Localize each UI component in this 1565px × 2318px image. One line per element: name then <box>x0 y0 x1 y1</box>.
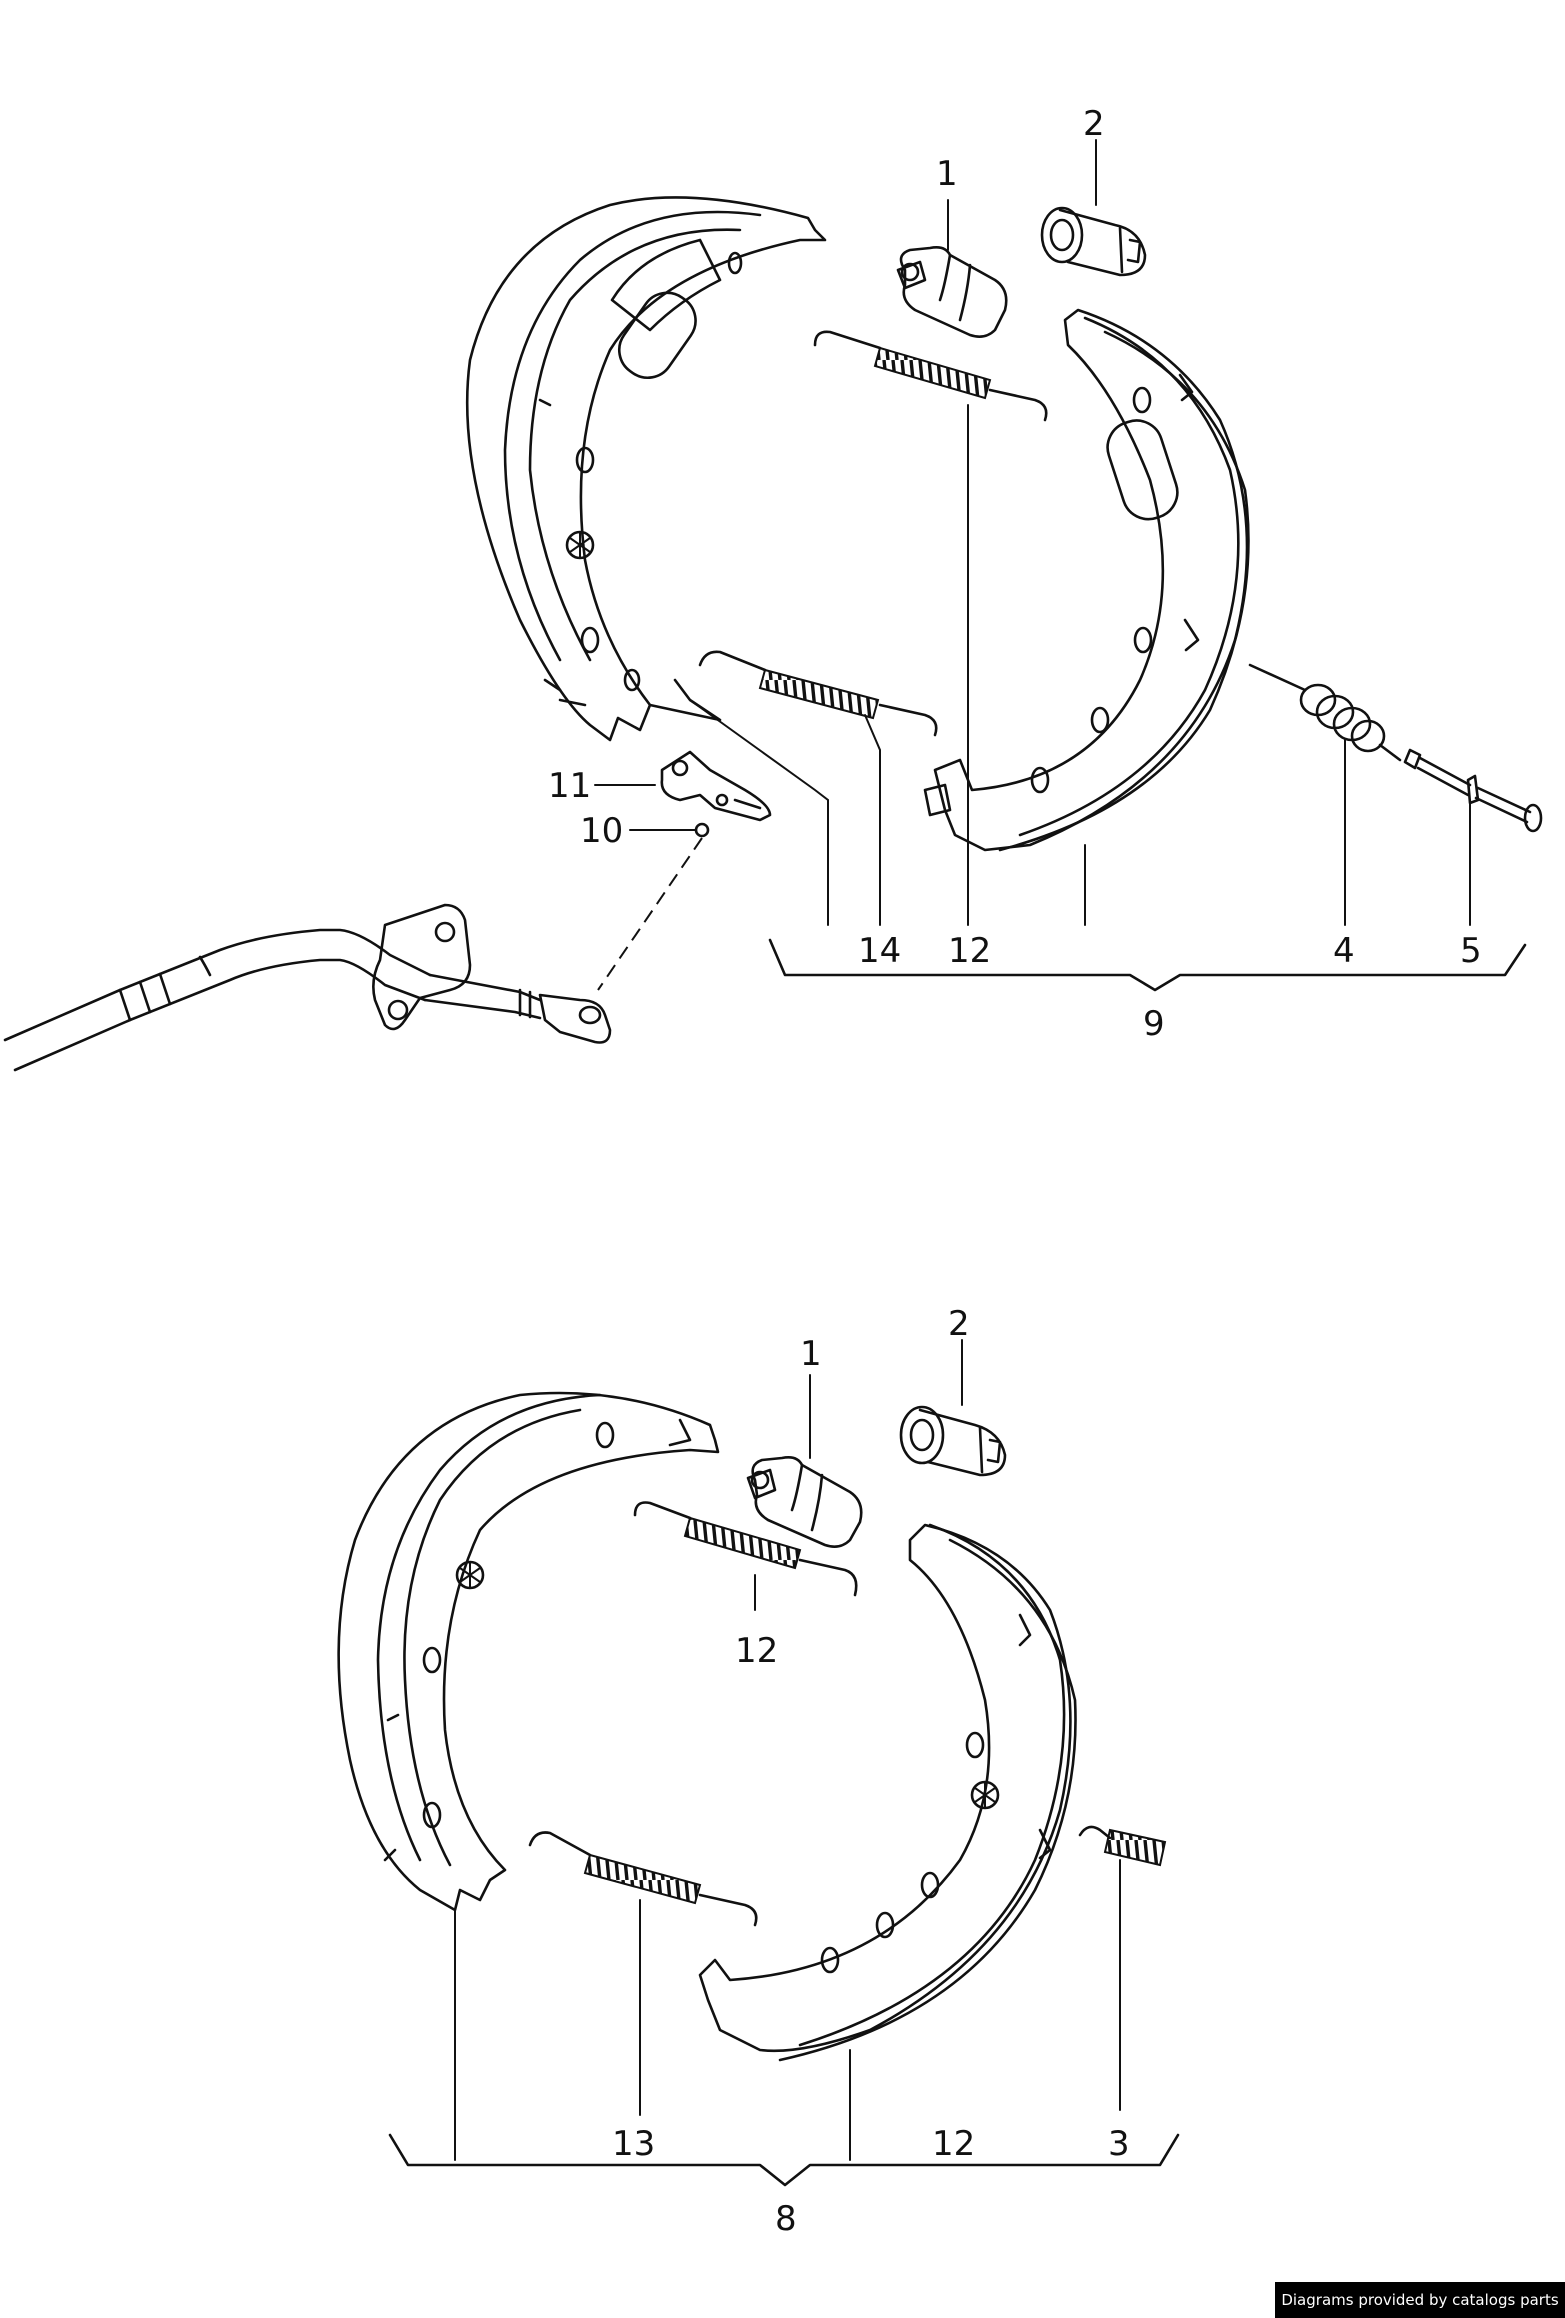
upper-top-spring <box>813 330 1048 422</box>
upper-callout-1: 1 <box>936 154 958 194</box>
lower-left-brake-shoe <box>337 1391 720 1912</box>
upper-callout-4: 4 <box>1333 931 1355 971</box>
upper-callout-5: 5 <box>1460 931 1482 971</box>
lower-callout-12-bottom: 12 <box>932 2124 975 2164</box>
upper-part-1-adjuster <box>896 246 1008 338</box>
upper-bottom-spring <box>698 650 938 737</box>
lower-part-2-sleeve <box>899 1405 1007 1477</box>
upper-assembly: 1 2 11 10 14 12 4 5 9 <box>3 104 1543 1072</box>
upper-left-brake-shoe <box>465 196 827 742</box>
lower-leader-lines <box>388 1339 1180 2187</box>
upper-part-4-hold-down-spring <box>1248 663 1402 762</box>
upper-callout-9: 9 <box>1143 1004 1165 1044</box>
lower-callout-2: 2 <box>948 1304 970 1344</box>
upper-right-brake-shoe <box>923 308 1250 852</box>
parking-brake-cable <box>3 903 612 1072</box>
upper-leader-lines <box>594 139 1527 992</box>
lower-callout-8: 8 <box>775 2199 797 2239</box>
lower-part-3-spring <box>1078 1825 1167 1867</box>
lower-bottom-spring <box>528 1831 758 1927</box>
upper-dash-connector <box>597 837 703 991</box>
upper-callout-10: 10 <box>580 811 623 851</box>
upper-part-10-clip <box>694 822 710 838</box>
lower-part-1-adjuster <box>746 1456 863 1548</box>
lower-callout-12-top: 12 <box>735 1631 778 1671</box>
upper-callout-14: 14 <box>858 931 901 971</box>
upper-part-11-lever <box>660 750 772 822</box>
upper-callout-2: 2 <box>1083 104 1105 144</box>
lower-assembly: 1 2 12 13 12 3 8 <box>337 1304 1180 2239</box>
upper-part-2-sleeve <box>1040 206 1147 277</box>
lower-top-spring <box>633 1501 858 1597</box>
lower-callout-13: 13 <box>612 2124 655 2164</box>
lower-callout-3: 3 <box>1108 2124 1130 2164</box>
upper-part-5-hold-down-pin <box>1403 748 1543 833</box>
lower-callout-1: 1 <box>800 1334 822 1374</box>
lower-right-brake-shoe <box>698 1523 1077 2062</box>
diagram-credit-footer: Diagrams provided by catalogs parts <box>1275 2282 1565 2318</box>
upper-callout-12: 12 <box>948 931 991 971</box>
upper-callout-11: 11 <box>548 766 591 806</box>
